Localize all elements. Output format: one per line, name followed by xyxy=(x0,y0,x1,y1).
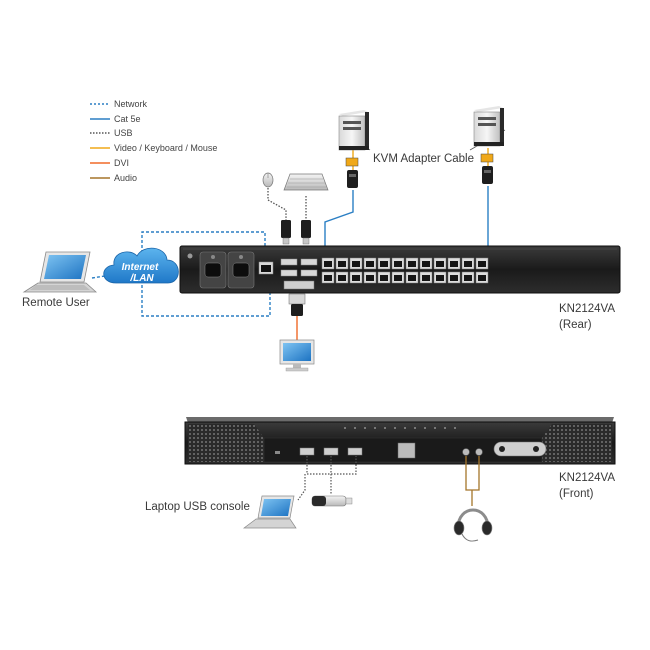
kvm-adapter-icon xyxy=(480,153,494,184)
rj45-port-socket xyxy=(338,275,346,281)
usb-port[interactable] xyxy=(300,258,318,266)
audio-jack[interactable] xyxy=(462,448,470,456)
rj45-port-socket xyxy=(380,261,388,267)
legend-label: Audio xyxy=(114,173,137,183)
cloud-label-1: Internet xyxy=(122,262,159,273)
keyboard-icon xyxy=(283,173,329,191)
power-socket-icon xyxy=(199,251,227,289)
power-led xyxy=(275,451,280,454)
legend-item-vkm: Video / Keyboard / Mouse xyxy=(90,143,217,153)
front-view-label: (Front) xyxy=(559,488,594,500)
port-led xyxy=(374,427,376,429)
rj45-port-socket xyxy=(478,275,486,281)
rj45-port-socket xyxy=(338,261,346,267)
rj45-port-socket xyxy=(422,261,430,267)
usb-port[interactable] xyxy=(300,269,318,277)
legend: Network Cat 5e USB Video / Keyboard / Mo… xyxy=(90,99,217,183)
rear-model-label: KN2124VA xyxy=(559,303,615,315)
rj45-port-socket xyxy=(380,275,388,281)
rj45-port-socket xyxy=(464,275,472,281)
port-led xyxy=(444,427,446,429)
port-led xyxy=(364,427,366,429)
legend-item-cat5e: Cat 5e xyxy=(90,114,141,124)
legend-label: Cat 5e xyxy=(114,114,141,124)
cloud-icon: Internet /LAN xyxy=(103,247,179,284)
control-button-panel[interactable] xyxy=(493,441,547,457)
rj45-port-socket xyxy=(394,275,402,281)
front-cables xyxy=(297,456,480,506)
usb-port[interactable] xyxy=(323,447,339,456)
rj45-port-socket xyxy=(408,261,416,267)
rj45-port-socket xyxy=(478,261,486,267)
usb-stick-icon xyxy=(311,495,353,507)
rj45-port-socket xyxy=(324,275,332,281)
port-led xyxy=(354,427,356,429)
rj45-port-socket xyxy=(394,261,402,267)
dvi-port[interactable] xyxy=(283,280,315,290)
port-led xyxy=(434,427,436,429)
port-led xyxy=(404,427,406,429)
port-led xyxy=(454,427,456,429)
kvm-adapter-icon xyxy=(345,157,359,188)
kvm-adapter-cable-label: KVM Adapter Cable xyxy=(373,153,474,165)
rj45-port-socket xyxy=(366,261,374,267)
cloud-label-2: /LAN xyxy=(129,273,154,284)
legend-item-audio: Audio xyxy=(90,173,137,183)
monitor-icon xyxy=(279,339,315,372)
usb-port[interactable] xyxy=(347,447,363,456)
legend-item-network: Network xyxy=(90,99,148,109)
rj45-port-socket xyxy=(464,261,472,267)
port-led xyxy=(424,427,426,429)
port-led xyxy=(384,427,386,429)
port-led-row xyxy=(344,427,456,429)
dvi-plug-icon xyxy=(288,293,306,316)
legend-item-dvi: DVI xyxy=(90,158,129,168)
rj45-port-socket xyxy=(450,275,458,281)
usb-plug-icon xyxy=(281,220,291,245)
laptop-console-label: Laptop USB console xyxy=(145,501,250,513)
lan-port[interactable] xyxy=(258,261,274,275)
usb-port[interactable] xyxy=(280,258,298,266)
rj45-port-socket xyxy=(422,275,430,281)
rj45-port-socket xyxy=(366,275,374,281)
legend-label: USB xyxy=(114,128,133,138)
legend-label: DVI xyxy=(114,158,129,168)
rj45-port-socket xyxy=(352,261,360,267)
server-tower-icon xyxy=(473,106,504,147)
rj45-port-socket xyxy=(436,261,444,267)
legend-label: Video / Keyboard / Mouse xyxy=(114,143,217,153)
rj45-port-bank xyxy=(321,257,489,284)
rj45-port-socket xyxy=(436,275,444,281)
rj45-port-socket xyxy=(450,261,458,267)
port-led xyxy=(394,427,396,429)
headset-icon xyxy=(453,508,493,542)
server-tower-icon xyxy=(338,110,369,151)
kvm-switch-rear xyxy=(179,245,621,294)
remote-user-label: Remote User xyxy=(22,297,90,309)
port-led xyxy=(344,427,346,429)
console-port[interactable] xyxy=(397,442,416,459)
kvm-switch-front xyxy=(184,417,616,465)
usb-port[interactable] xyxy=(280,269,298,277)
rj45-port-socket xyxy=(324,261,332,267)
rear-view-label: (Rear) xyxy=(559,319,592,331)
mouse-icon xyxy=(262,172,274,188)
usb-port[interactable] xyxy=(299,447,315,456)
console-laptop-icon xyxy=(242,495,297,529)
audio-jack[interactable] xyxy=(475,448,483,456)
remote-laptop-icon xyxy=(22,251,98,293)
legend-label: Network xyxy=(114,99,148,109)
usb-plug-icon xyxy=(301,220,311,245)
front-model-label: KN2124VA xyxy=(559,472,615,484)
power-socket-icon xyxy=(227,251,255,289)
rj45-port-socket xyxy=(352,275,360,281)
legend-item-usb: USB xyxy=(90,128,133,138)
rj45-port-socket xyxy=(408,275,416,281)
port-led xyxy=(414,427,416,429)
